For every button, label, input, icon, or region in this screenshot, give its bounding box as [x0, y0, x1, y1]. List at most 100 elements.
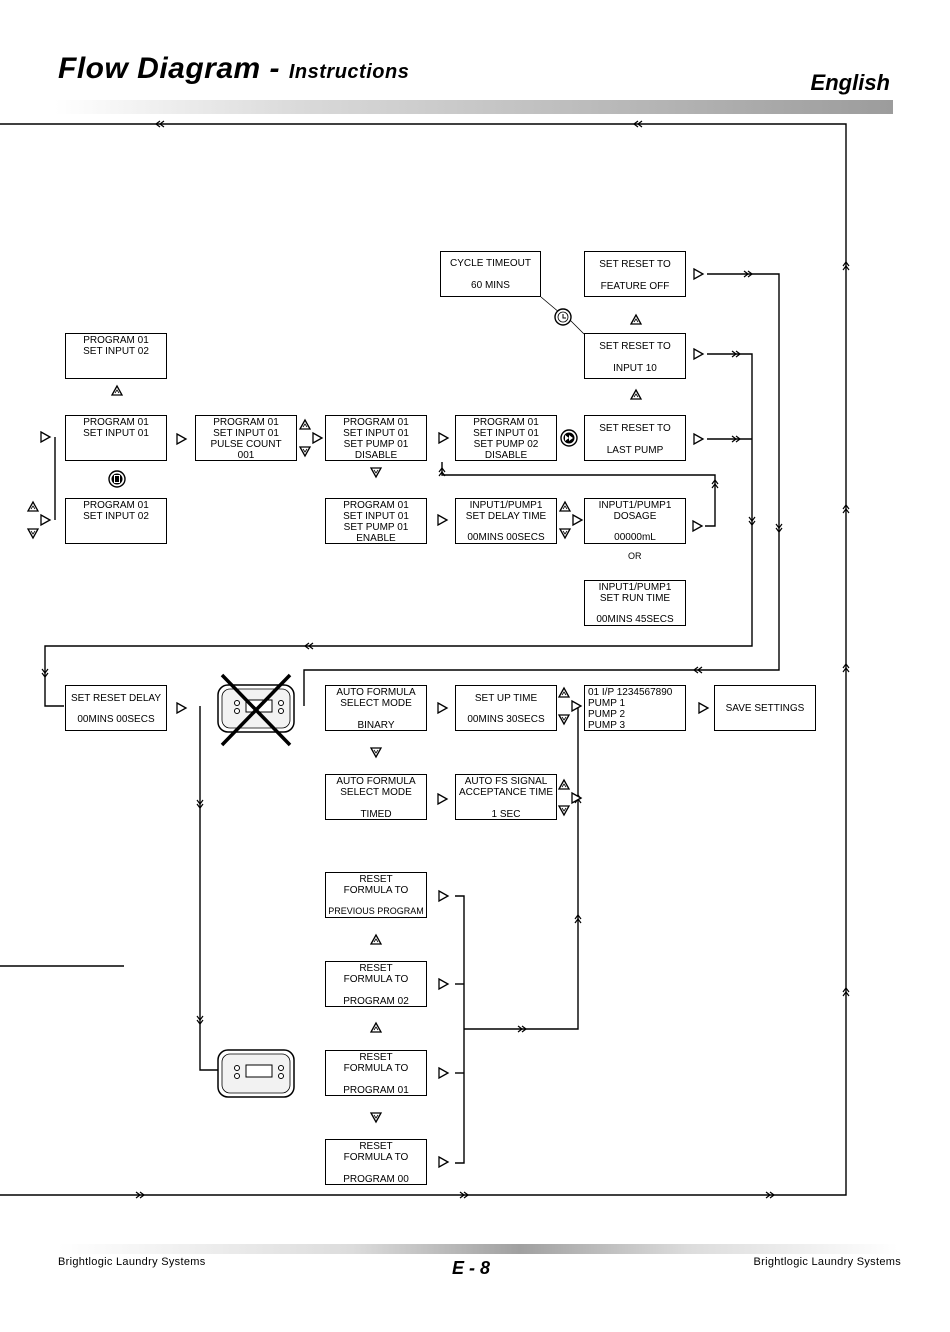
box-text: SET DELAY TIME	[465, 511, 547, 522]
box-pump01-disable: PROGRAM 01 SET INPUT 01 SET PUMP 01 DISA…	[325, 415, 427, 461]
box-text: SET RESET TO	[599, 259, 671, 270]
box-program-input02-top: PROGRAM 01 SET INPUT 02	[65, 333, 167, 379]
box-text: RESET	[359, 1141, 393, 1152]
box-reset-previous: RESET FORMULA TO PREVIOUS PROGRAM	[325, 872, 427, 918]
box-text: FORMULA TO	[343, 974, 409, 985]
clock-icon	[554, 308, 572, 326]
page-title-sub: Instructions	[288, 61, 410, 83]
box-text: FORMULA TO	[343, 885, 409, 896]
or-label: OR	[628, 551, 642, 561]
box-text: FEATURE OFF	[600, 281, 670, 292]
box-text: RESET	[359, 1052, 393, 1063]
box-save-settings: SAVE SETTINGS	[714, 685, 816, 731]
box-text: RESET	[359, 874, 393, 885]
box-cycle-timeout: CYCLE TIMEOUT 60 MINS	[440, 251, 541, 297]
box-text: SET INPUT 02	[83, 511, 149, 522]
box-text: 60 MINS	[471, 280, 510, 291]
footer-bar	[58, 1244, 898, 1254]
box-text: 00MINS 00SECS	[77, 714, 155, 725]
controller-icon	[217, 1049, 295, 1098]
box-text: SET RESET TO	[599, 341, 671, 352]
door-icon	[108, 470, 126, 488]
box-text: SET RESET DELAY	[70, 693, 162, 704]
box-text: SET INPUT 01	[213, 428, 279, 439]
box-text: BINARY	[357, 720, 395, 731]
box-text: PUMP 3	[588, 720, 626, 731]
box-text: CYCLE TIMEOUT	[450, 258, 531, 269]
box-text: SET INPUT 02	[83, 346, 149, 357]
box-text: PROGRAM 02	[343, 996, 409, 1007]
box-text: 001	[237, 450, 255, 461]
box-text: PROGRAM 01	[343, 500, 409, 511]
box-text: TIMED	[360, 809, 392, 820]
language-label: English	[810, 70, 890, 95]
box-program-input01: PROGRAM 01 SET INPUT 01	[65, 415, 167, 461]
box-text: INPUT1/PUMP1	[598, 582, 672, 593]
box-text: 1 SEC	[491, 809, 521, 820]
footer-right: Brightlogic Laundry Systems	[753, 1256, 901, 1268]
box-auto-formula-timed: AUTO FORMULA SELECT MODE TIMED	[325, 774, 427, 820]
box-text: INPUT 10	[613, 363, 657, 374]
box-run-time: INPUT1/PUMP1 SET RUN TIME 00MINS 45SECS	[584, 580, 686, 626]
box-text: AUTO FORMULA	[336, 776, 416, 787]
box-text: PROGRAM 01	[83, 500, 149, 511]
box-text: PUMP 1	[588, 698, 626, 709]
box-text: PROGRAM 01	[83, 417, 149, 428]
box-text: PROGRAM 01	[473, 417, 539, 428]
page-number: E - 8	[452, 1258, 491, 1278]
box-text: PROGRAM 01	[343, 417, 409, 428]
box-text: LAST PUMP	[606, 445, 664, 456]
box-pump-list: 01 I/P 1234567890 PUMP 1 PUMP 2 PUMP 3	[584, 685, 686, 731]
box-reset-program00: RESET FORMULA TO PROGRAM 00	[325, 1139, 427, 1185]
box-text: ACCEPTANCE TIME	[458, 787, 554, 798]
box-text: INPUT1/PUMP1	[598, 500, 672, 511]
box-delay-time: INPUT1/PUMP1 SET DELAY TIME 00MINS 00SEC…	[455, 498, 557, 544]
box-text: SET INPUT 01	[343, 511, 409, 522]
page-title: Flow Diagram - Instructions	[58, 52, 409, 86]
fast-forward-icon	[560, 429, 578, 447]
box-text: AUTO FORMULA	[336, 687, 416, 698]
box-pulse-count: PROGRAM 01 SET INPUT 01 PULSE COUNT 001	[195, 415, 297, 461]
box-text: SET INPUT 01	[473, 428, 539, 439]
box-reset-program02: RESET FORMULA TO PROGRAM 02	[325, 961, 427, 1007]
box-text: SELECT MODE	[340, 698, 412, 709]
footer-left: Brightlogic Laundry Systems	[58, 1256, 206, 1268]
box-text: PROGRAM 01	[83, 335, 149, 346]
box-text: 00MINS 00SECS	[467, 532, 545, 543]
box-text: SET INPUT 01	[83, 428, 149, 439]
box-pump02-disable: PROGRAM 01 SET INPUT 01 SET PUMP 02 DISA…	[455, 415, 557, 461]
box-text: SET PUMP 01	[343, 439, 409, 450]
box-program-input02-bottom: PROGRAM 01 SET INPUT 02	[65, 498, 167, 544]
box-text: 00MINS 30SECS	[467, 714, 545, 725]
box-fs-signal: AUTO FS SIGNAL ACCEPTANCE TIME 1 SEC	[455, 774, 557, 820]
box-text: RESET	[359, 963, 393, 974]
box-reset-input10: SET RESET TO INPUT 10	[584, 333, 686, 379]
box-setup-time: SET UP TIME 00MINS 30SECS	[455, 685, 557, 731]
box-text: 00MINS 45SECS	[596, 614, 674, 625]
box-text: SET PUMP 02	[473, 439, 539, 450]
box-text: PROGRAM 00	[343, 1174, 409, 1185]
box-text: FORMULA TO	[343, 1152, 409, 1163]
box-text: PROGRAM 01	[213, 417, 279, 428]
box-reset-delay: SET RESET DELAY 00MINS 00SECS	[65, 685, 167, 731]
box-text: INPUT1/PUMP1	[469, 500, 543, 511]
box-text: SET RUN TIME	[599, 593, 671, 604]
controller-crossed-icon	[217, 673, 295, 747]
box-text: SET UP TIME	[474, 693, 538, 704]
box-dosage: INPUT1/PUMP1 DOSAGE 00000mL	[584, 498, 686, 544]
box-text: DISABLE	[484, 450, 528, 461]
header-bar	[55, 100, 893, 114]
box-text: AUTO FS SIGNAL	[464, 776, 548, 787]
box-reset-program01: RESET FORMULA TO PROGRAM 01	[325, 1050, 427, 1096]
box-reset-feature-off: SET RESET TO FEATURE OFF	[584, 251, 686, 297]
box-text: SET RESET TO	[599, 423, 671, 434]
box-text: PULSE COUNT	[210, 439, 282, 450]
box-auto-formula-binary: AUTO FORMULA SELECT MODE BINARY	[325, 685, 427, 731]
box-text: 01 I/P 1234567890	[588, 687, 673, 698]
box-text: SET INPUT 01	[343, 428, 409, 439]
box-text: SAVE SETTINGS	[725, 703, 805, 714]
box-text: FORMULA TO	[343, 1063, 409, 1074]
box-text: DISABLE	[354, 450, 398, 461]
box-text: SELECT MODE	[340, 787, 412, 798]
box-text: ENABLE	[356, 533, 396, 544]
